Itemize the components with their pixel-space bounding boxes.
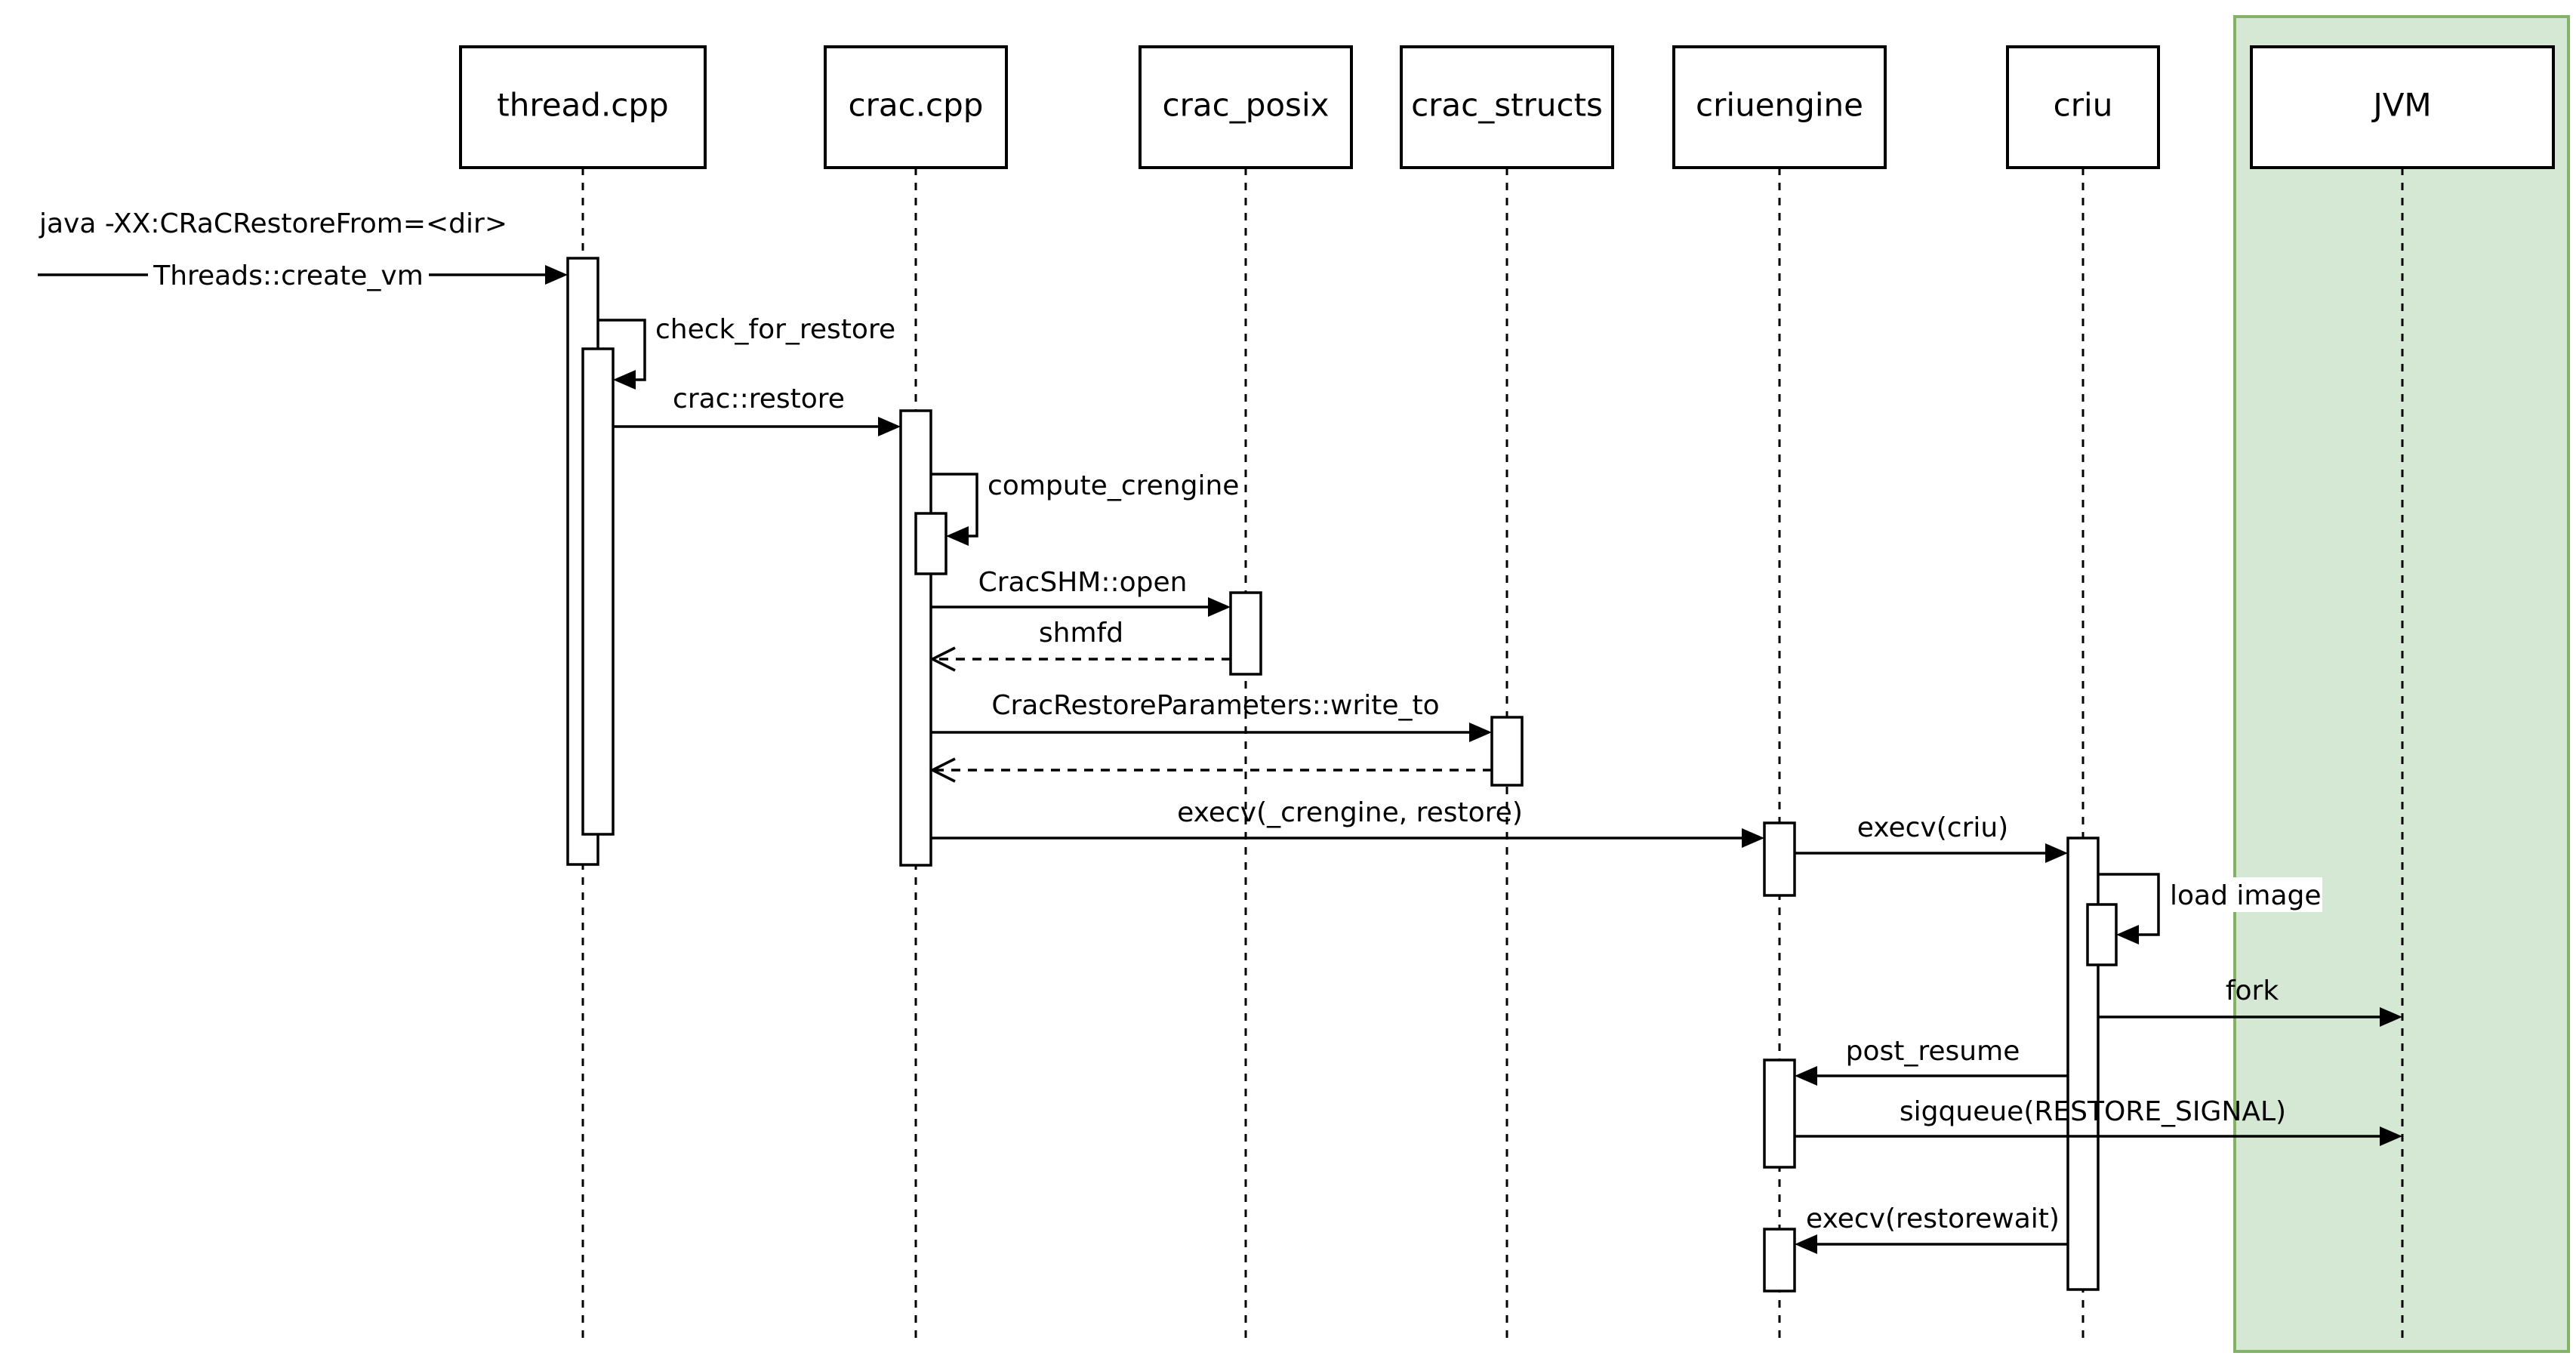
- message-load-image: load image: [2098, 873, 2322, 944]
- activation-crac-outer: [899, 409, 932, 867]
- participant-thread: thread.cpp: [459, 45, 707, 169]
- message-crac-restore: crac::restore: [613, 384, 901, 436]
- participant-posix: crac_posix: [1139, 45, 1353, 169]
- activation-criuengine-1: [1763, 821, 1796, 897]
- message-label: execv(restorewait): [1806, 1203, 2060, 1234]
- participant-label: criu: [2054, 87, 2113, 124]
- message-execv-criu: execv(criu): [1795, 812, 2068, 863]
- activation-criuengine-2: [1763, 1058, 1796, 1169]
- message-label: shmfd: [1039, 618, 1123, 649]
- message-label: post_resume: [1846, 1036, 2020, 1067]
- message-label: check_for_restore: [655, 314, 895, 345]
- activation-structs: [1490, 716, 1524, 787]
- message-label: compute_crengine: [988, 470, 1239, 501]
- message-label: CracSHM::open: [978, 567, 1188, 598]
- participant-structs: crac_structs: [1400, 45, 1614, 169]
- message-sigqueue: sigqueue(RESTORE_SIGNAL): [1795, 1096, 2402, 1146]
- message-check-for-restore: check_for_restore: [598, 314, 895, 390]
- message-shmfd-return: shmfd: [929, 618, 1231, 672]
- participant-criuengine: criuengine: [1672, 45, 1887, 169]
- participant-label: crac.cpp: [849, 87, 984, 124]
- activation-criuengine-3: [1763, 1228, 1796, 1293]
- message-compute-crengine: compute_crengine: [931, 470, 1239, 546]
- entry-call-label: Threads::create_vm: [153, 260, 424, 291]
- message-execv-restorewait: execv(restorewait): [1795, 1203, 2068, 1254]
- participant-criu: criu: [2006, 45, 2160, 169]
- activation-posix: [1229, 591, 1262, 676]
- activation-criu-inner: [2086, 903, 2118, 966]
- activations: [566, 257, 2118, 1293]
- message-write-to-return: [929, 757, 1492, 783]
- participant-label: criuengine: [1696, 87, 1863, 124]
- entry-command-label: java -XX:CRaCRestoreFrom=<dir>: [39, 208, 507, 239]
- activation-crac-inner: [914, 512, 948, 575]
- participant-label: crac_posix: [1163, 87, 1330, 124]
- message-label: CracRestoreParameters::write_to: [991, 690, 1439, 721]
- message-write-to: CracRestoreParameters::write_to: [931, 690, 1492, 742]
- participant-label: crac_structs: [1411, 87, 1603, 124]
- message-fork: fork: [2098, 975, 2402, 1027]
- message-label: execv(criu): [1857, 812, 2008, 843]
- message-label: execv(_crengine, restore): [1177, 797, 1523, 828]
- message-shm-open: CracSHM::open: [931, 567, 1231, 617]
- participant-crac: crac.cpp: [824, 45, 1008, 169]
- entry-message: java -XX:CRaCRestoreFrom=<dir> Threads::…: [38, 208, 568, 291]
- message-label: fork: [2226, 975, 2279, 1006]
- message-label: crac::restore: [673, 384, 845, 414]
- participant-label: thread.cpp: [497, 87, 668, 124]
- message-post-resume: post_resume: [1795, 1036, 2068, 1086]
- message-label: sigqueue(RESTORE_SIGNAL): [1900, 1096, 2286, 1127]
- participant-label: JVM: [2371, 87, 2431, 124]
- message-execv-crengine: execv(_crengine, restore): [931, 797, 1764, 848]
- activation-thread-inner: [581, 347, 615, 836]
- participant-jvm: JVM: [2250, 45, 2555, 169]
- message-label: load image: [2170, 880, 2322, 911]
